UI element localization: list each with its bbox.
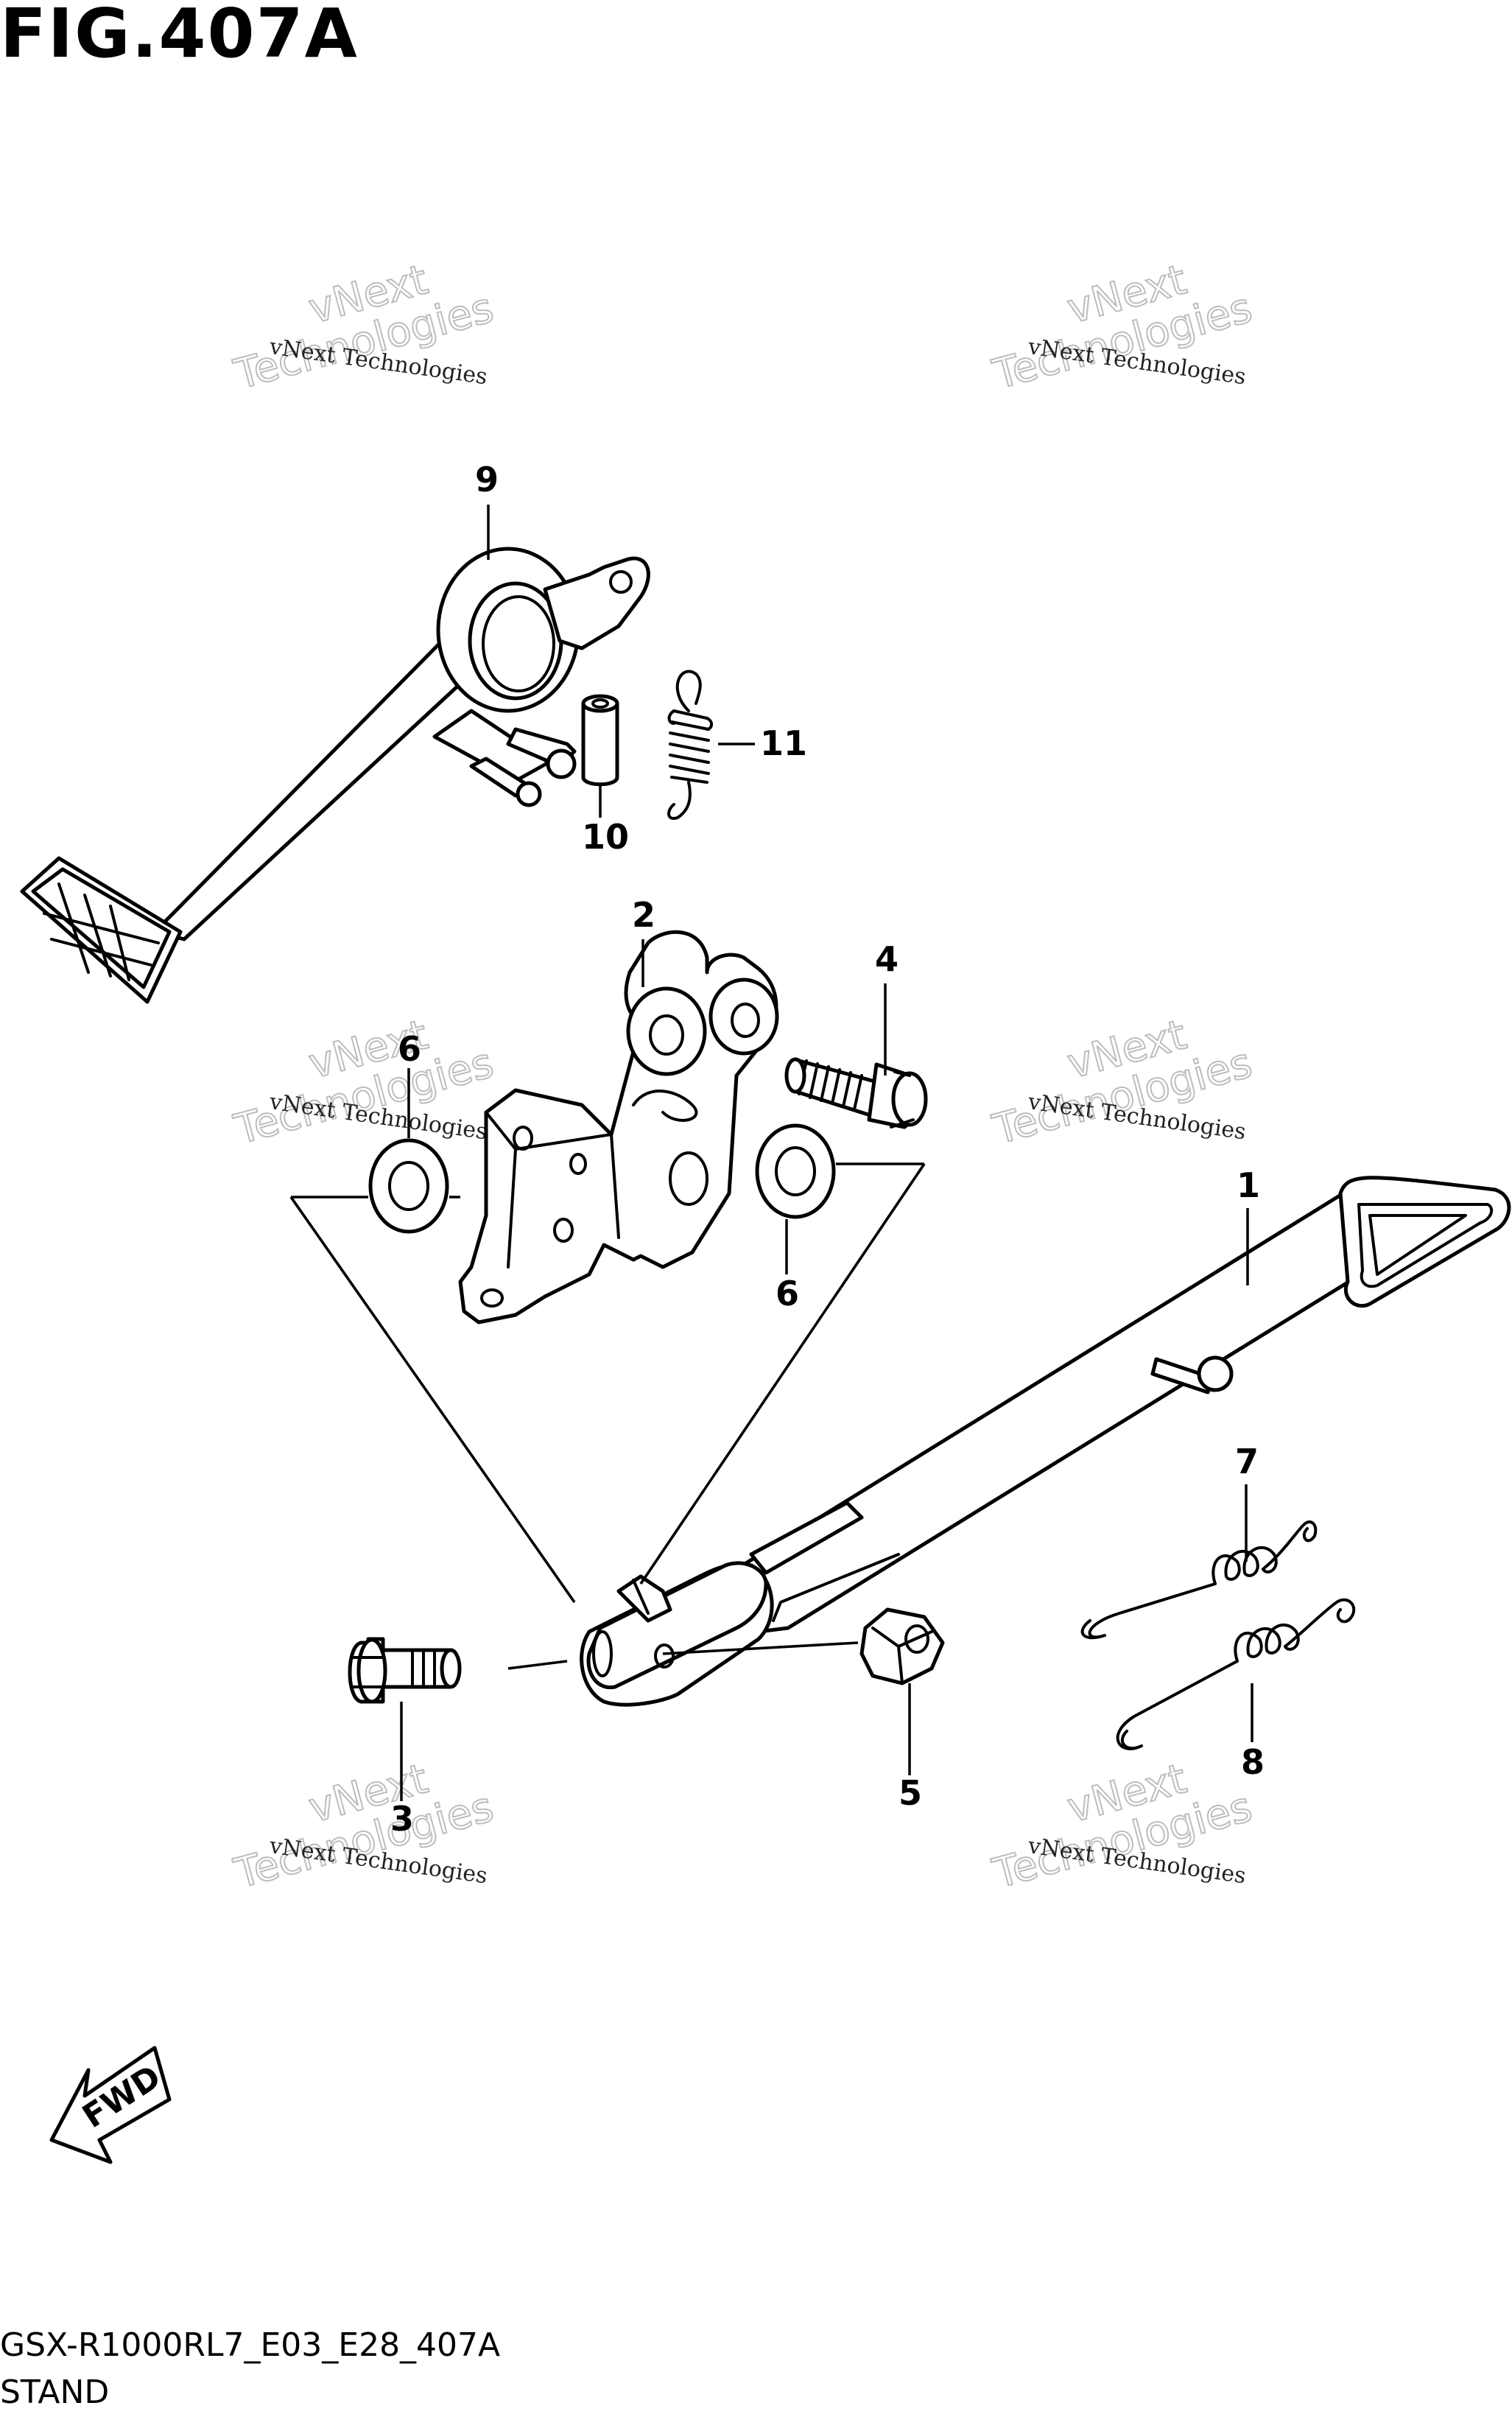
callout-1: 1 [1237,1165,1260,1205]
callout-9: 9 [475,460,499,499]
part-8-spring [1116,1598,1356,1751]
part-2-bracket [458,930,779,1324]
callout-6-right: 6 [776,1274,799,1313]
callout-3: 3 [390,1799,414,1839]
part-6-washer-left [368,1138,449,1234]
part-5-nut [859,1607,945,1685]
callout-10: 10 [582,817,629,857]
callout-5: 5 [899,1773,922,1813]
callout-4: 4 [875,939,899,979]
part-10-spacer [581,694,619,787]
part-11-spring [667,670,713,820]
callout-8: 8 [1241,1742,1265,1782]
part-3-pivot-bolt [348,1637,462,1704]
callout-7: 7 [1235,1442,1259,1481]
part-6-washer-right [755,1123,836,1219]
diagram-code: GSX-R1000RL7_E03_E28_407A [0,2326,501,2364]
fwd-direction-arrow: FWD [49,2046,172,2164]
diagram-name: STAND [0,2373,110,2411]
part-9-brake-pedal [20,547,650,1004]
part-7-spring [1080,1520,1318,1640]
leader-lines [400,505,1253,1801]
assembly-lines [289,1162,926,1670]
callout-2: 2 [632,895,655,935]
figure-title: FIG.407A [0,0,359,73]
callout-6-left: 6 [398,1029,421,1069]
callout-11: 11 [760,723,807,763]
callout-labels: 9 11 10 2 4 6 6 1 7 8 3 5 [390,460,1265,1839]
part-4-bolt [784,1057,928,1129]
part-1-side-stand [580,1176,1511,1707]
